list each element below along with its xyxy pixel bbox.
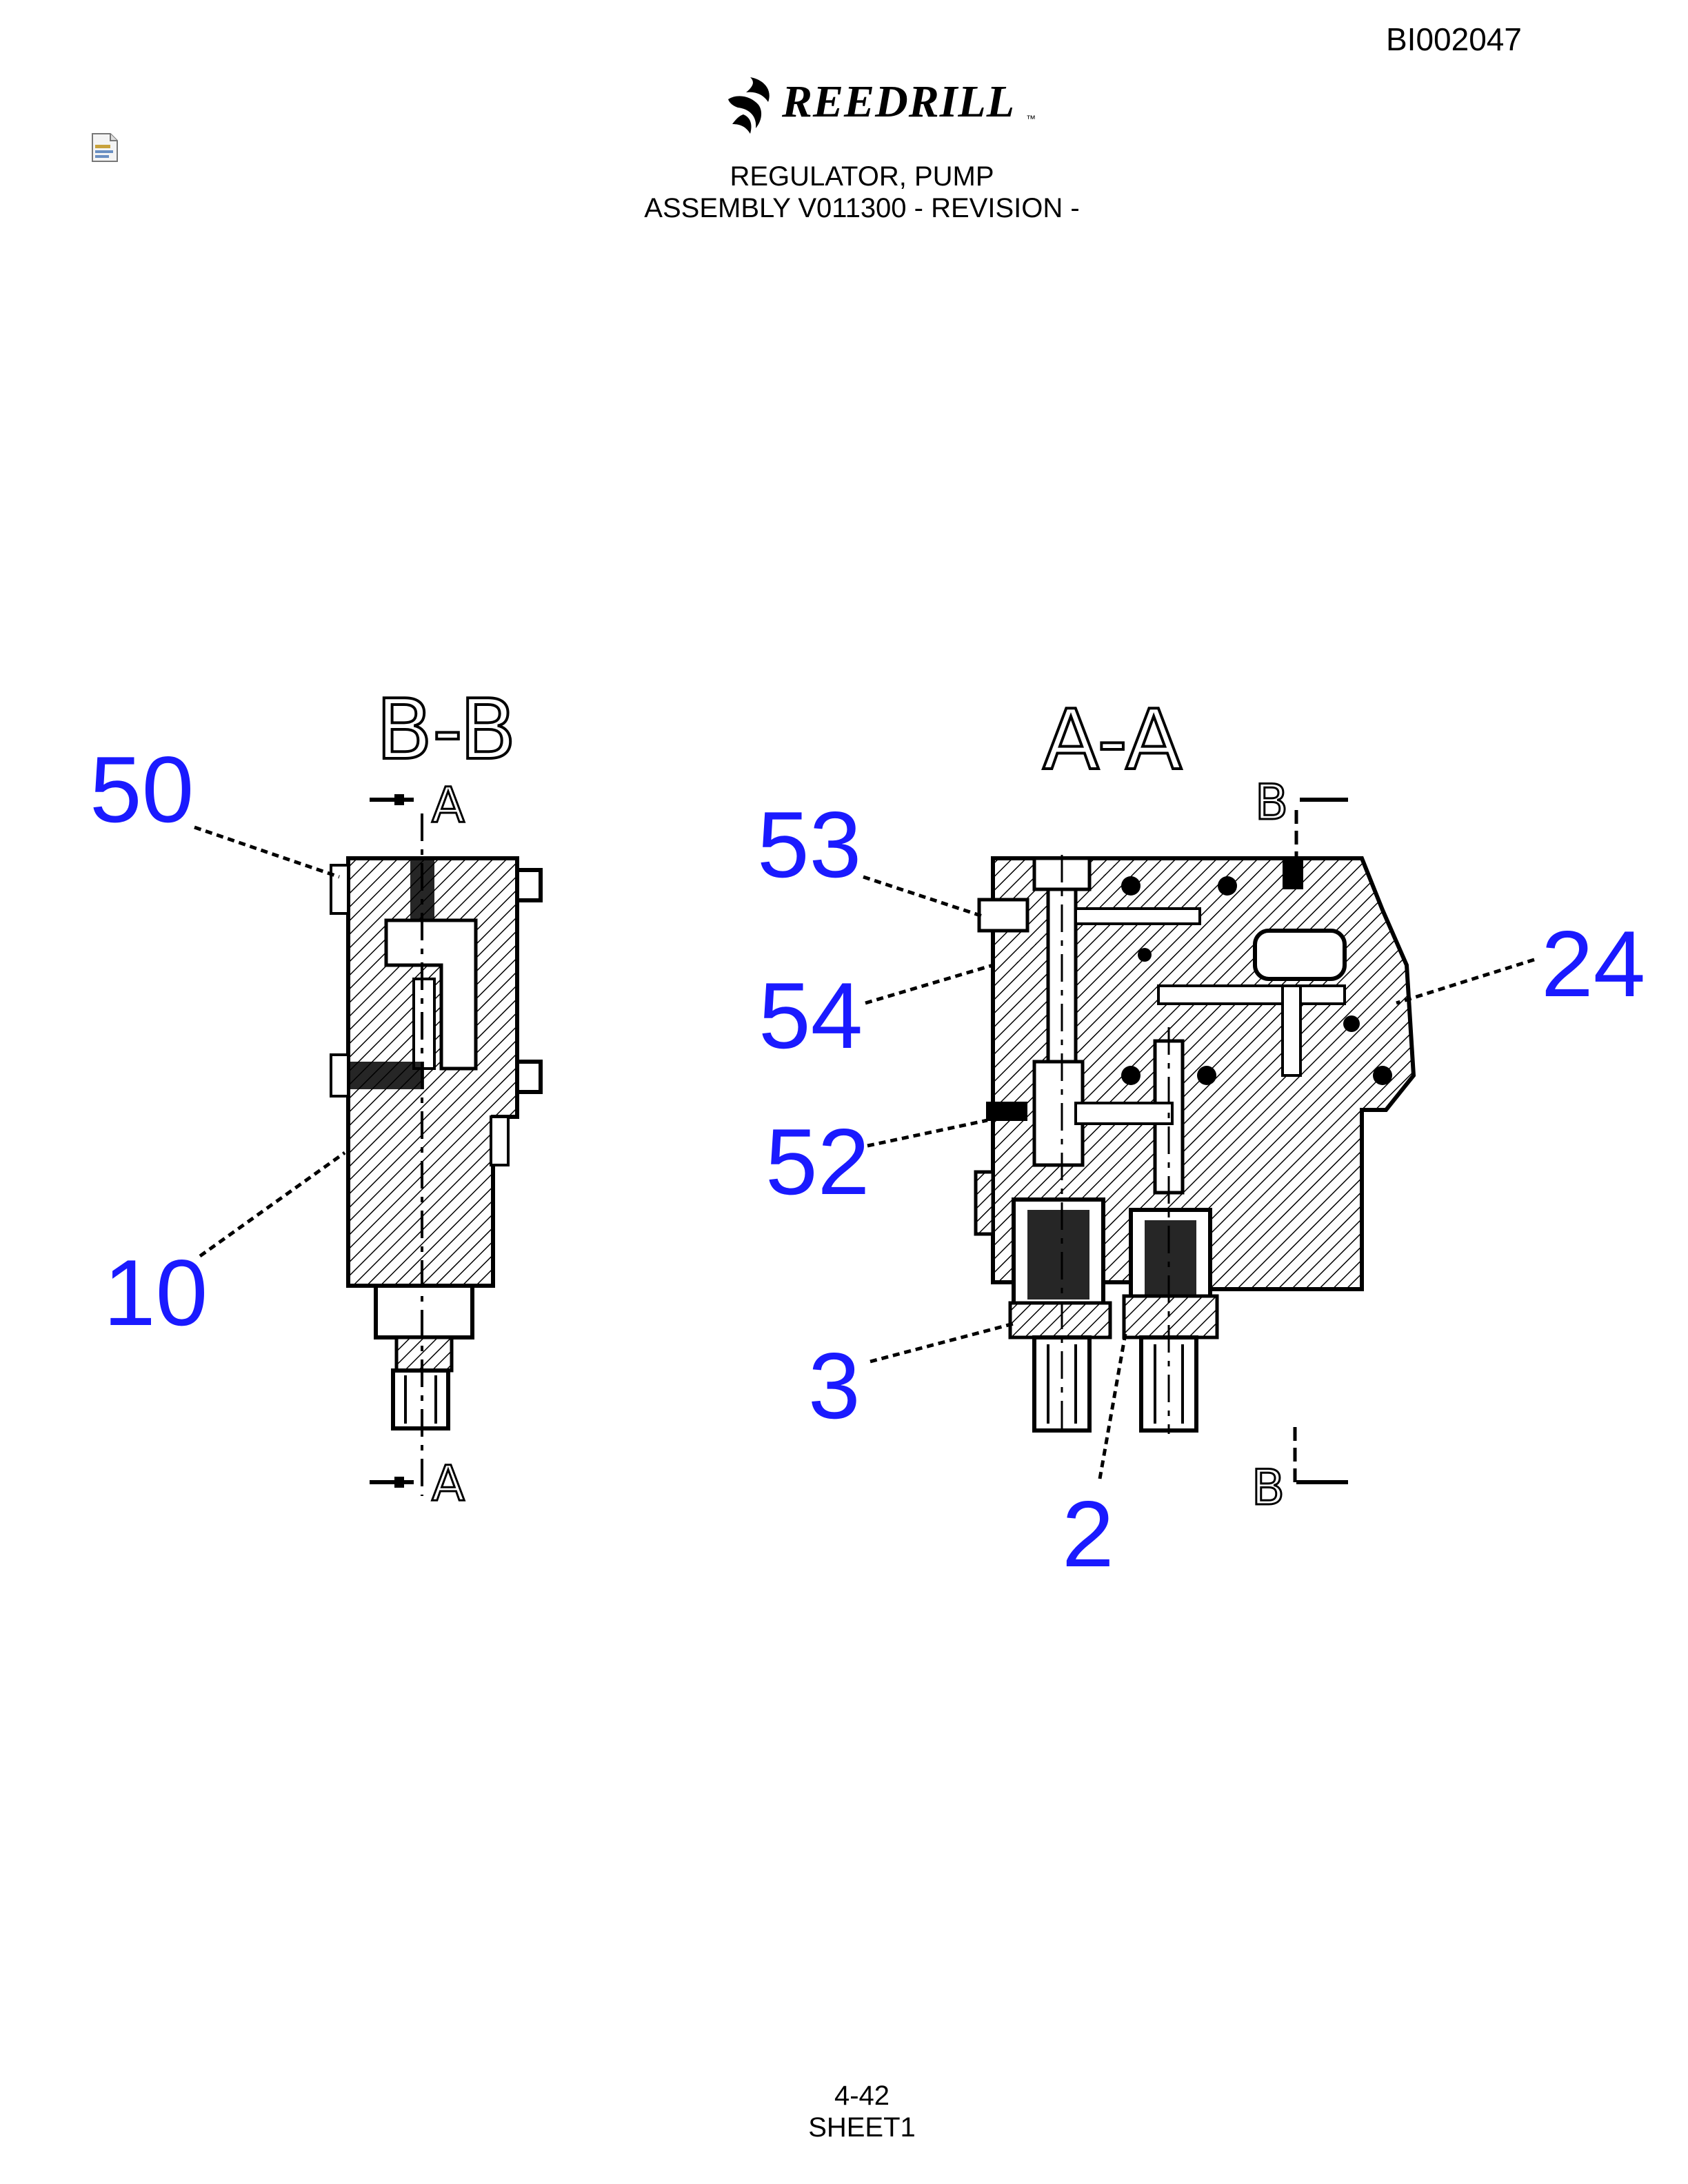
drawing-title: REGULATOR, PUMP	[730, 161, 994, 192]
document-id: BI002047	[1386, 21, 1522, 57]
section-a-view: A-A B B	[974, 691, 1416, 1517]
svg-text:2: 2	[1062, 1482, 1114, 1586]
callout-54: 54	[758, 963, 994, 1068]
page-number: 4-42	[834, 2081, 890, 2111]
svg-text:52: 52	[765, 1109, 870, 1214]
section-a-marker-top: A	[432, 777, 465, 833]
section-b-marker-top: B	[1255, 774, 1288, 831]
callout-3: 3	[808, 1322, 1014, 1438]
callout-53: 53	[757, 792, 985, 919]
svg-text:10: 10	[103, 1240, 208, 1345]
sheet-label: SHEET1	[808, 2112, 916, 2143]
svg-text:54: 54	[758, 963, 863, 1068]
reedrill-logo: REEDRILL ™	[723, 74, 1040, 143]
section-b-label: B-B	[376, 682, 516, 778]
callout-50: 50	[90, 737, 340, 879]
trademark: ™	[1026, 113, 1036, 124]
assembly-subtitle: ASSEMBLY V011300 - REVISION -	[644, 193, 1080, 223]
section-b-marker-bottom: B	[1252, 1459, 1285, 1516]
callout-24: 24	[1396, 911, 1645, 1016]
document-icon	[91, 132, 119, 163]
callout-52: 52	[765, 1109, 988, 1214]
section-b-view: B-B A A	[330, 681, 543, 1513]
section-a-label: A-A	[1043, 693, 1182, 789]
callout-10: 10	[103, 1151, 346, 1345]
callout-2: 2	[1062, 1333, 1127, 1586]
svg-text:3: 3	[808, 1333, 861, 1438]
brand-name: REEDRILL	[782, 77, 1016, 127]
svg-text:50: 50	[90, 737, 194, 842]
reedrill-swirl-icon	[728, 77, 770, 134]
section-a-marker-bottom: A	[432, 1455, 465, 1512]
svg-text:24: 24	[1541, 911, 1645, 1016]
svg-text:53: 53	[757, 792, 861, 897]
